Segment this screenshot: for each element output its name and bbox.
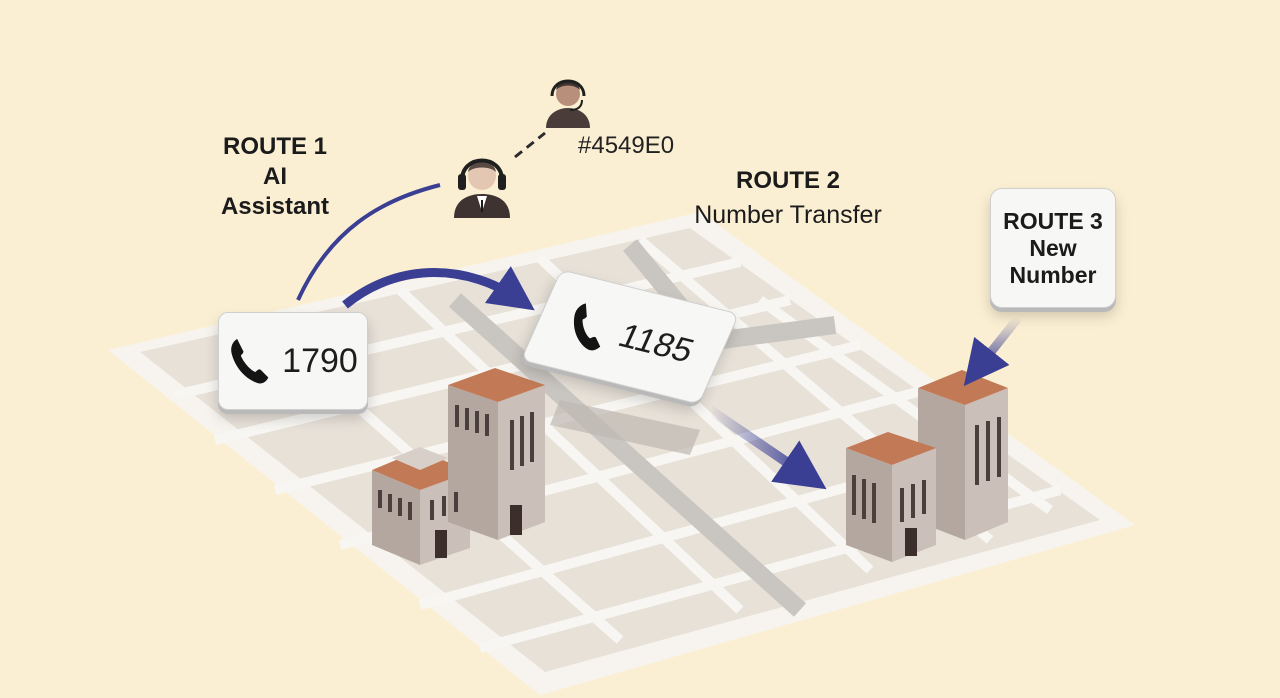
card-shadow <box>550 400 700 455</box>
route1-label: ROUTE 1 AI Assistant <box>205 132 345 222</box>
agent-small-icon <box>546 79 590 128</box>
route2-arrow <box>342 266 535 311</box>
route3-card: ROUTE 3 New Number <box>990 188 1116 308</box>
transfer-arrow <box>707 405 827 490</box>
buildings-left <box>372 368 545 565</box>
agent-headset-icon <box>454 158 510 218</box>
route2-title: ROUTE 2 <box>735 167 840 194</box>
route3-title: ROUTE 3 <box>1003 207 1103 234</box>
phone-icon <box>574 303 601 351</box>
route1-title: ROUTE 1 <box>222 133 327 160</box>
phone-icon <box>231 339 269 384</box>
phone-number-1790: 1790 <box>282 341 358 380</box>
agent-code: #4549E0 <box>578 132 675 159</box>
agent-connector <box>514 131 546 159</box>
route1-arrow <box>296 183 441 301</box>
route1-line1: AI <box>263 163 287 190</box>
route3-line2: Number <box>1009 261 1097 288</box>
phone-card-1790[interactable]: 1790 <box>218 312 368 410</box>
phone-card-1185[interactable]: 1185 <box>520 269 740 405</box>
route2-subtitle: Number Transfer <box>694 201 882 229</box>
buildings-right <box>846 370 1008 562</box>
phone-number-1185: 1185 <box>613 316 700 370</box>
route3-arrow <box>963 315 1022 387</box>
route3-line1: New <box>1029 234 1077 261</box>
route2-label: ROUTE 2 Number Transfer <box>668 166 908 230</box>
route1-line2: Assistant <box>220 193 330 220</box>
